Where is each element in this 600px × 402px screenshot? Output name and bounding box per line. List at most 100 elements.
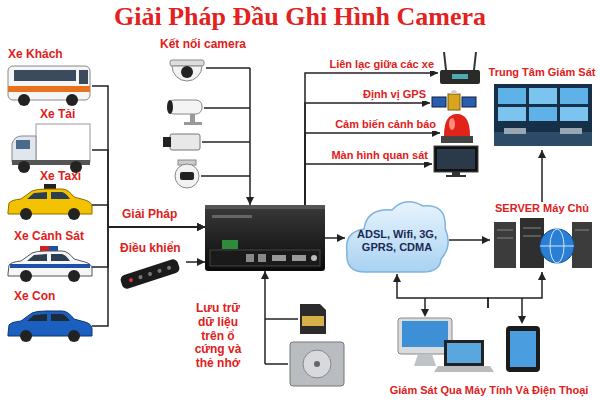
device-arrows (421, 309, 429, 317)
storage-wires (265, 318, 298, 320)
hard-disk-icon (303, 350, 331, 378)
connector (92, 150, 205, 231)
sd-card-icon (302, 316, 324, 326)
node-label: Xe Cảnh Sát (14, 230, 92, 244)
camera-wires (206, 67, 250, 69)
camera-wires (201, 175, 250, 177)
server-item: SERVER Máy Chủ (490, 202, 594, 272)
bullet-camera (167, 100, 173, 114)
arrow-head (337, 234, 345, 242)
laptop-icon (447, 343, 481, 363)
computer-icon (402, 321, 448, 347)
bullet-camera (190, 114, 195, 122)
network-cloud: ADSL, Wifi, 3G, GPRS, CDMA (345, 198, 449, 274)
satellite-icon (462, 97, 476, 107)
arrow-head (197, 223, 205, 231)
remote-icon (138, 275, 143, 280)
taxi-icon (27, 192, 70, 199)
connector (305, 129, 440, 205)
dome-camera (181, 66, 193, 78)
bus-icon (8, 66, 90, 106)
connector-line (305, 73, 438, 205)
taxi-icon (44, 184, 56, 189)
connector-line (92, 86, 205, 227)
vehicle-item: Xe Taxi (8, 170, 92, 226)
truck-icon (36, 124, 90, 162)
peripheral-item: Cảm biến cảnh báo (440, 112, 474, 144)
bus-icon (8, 66, 90, 100)
truck-icon (12, 136, 36, 162)
connector (305, 69, 438, 205)
car-icon (68, 330, 80, 342)
connector (325, 234, 345, 242)
server-icon (497, 230, 513, 231)
connector-line (92, 227, 205, 326)
node-label: Xe Con (14, 290, 92, 304)
police-car-icon (8, 251, 92, 276)
monitor-icon (434, 146, 478, 177)
camera-wires (202, 141, 250, 143)
remote-icon (157, 268, 162, 273)
control-room-image (494, 132, 592, 146)
server-icon (523, 228, 541, 229)
server-icon (572, 222, 592, 268)
dvr-device (205, 205, 325, 271)
ptz-camera (175, 160, 199, 188)
connector (538, 150, 546, 202)
arrow-head (197, 223, 205, 231)
satellite-icon (448, 94, 460, 110)
bus-icon (14, 70, 76, 81)
police-car-icon (27, 254, 70, 261)
server-icon (494, 218, 592, 268)
dvr-device (222, 240, 238, 249)
dvr-device (246, 254, 254, 262)
laptop-icon (434, 340, 494, 372)
peripheral-item: Định vị GPS (430, 84, 478, 118)
control-room-image (529, 107, 557, 121)
police-car-icon (40, 246, 49, 251)
laptop-icon (434, 366, 494, 372)
dome-camera (170, 60, 204, 81)
car-icon (8, 311, 92, 336)
hard-disk-icon (290, 342, 344, 386)
remote-icon (119, 258, 180, 290)
taxi-icon (8, 189, 92, 214)
diagram-title: Giải Pháp Đầu Ghi Hình Camera (0, 2, 600, 32)
connector (305, 160, 432, 205)
arrow-head (538, 272, 546, 280)
peripheral-item: Màn hình quan sát (432, 145, 480, 177)
dvr-device (205, 205, 325, 209)
storage-group: Lưu trữ dữ liệu trên ổ cứng và thẻ nhớ (188, 300, 350, 392)
node-label: Xe Khách (8, 48, 88, 62)
tablet-icon (506, 326, 540, 372)
connector (92, 86, 205, 231)
bullet-camera (168, 100, 202, 114)
arrow-head (197, 223, 205, 231)
arrow-head (246, 197, 254, 205)
node-label: Cảm biến cảnh báo (316, 118, 436, 131)
dvr-device (272, 255, 286, 261)
taxi-icon (20, 208, 32, 220)
connector-line (92, 150, 205, 227)
remote-control: Điều khiển (118, 242, 186, 288)
satellite-icon (432, 97, 446, 107)
arrow-head (197, 223, 205, 231)
server-icon (575, 230, 589, 231)
dvr-device (258, 254, 266, 262)
node-label: Xe Tải (40, 108, 92, 122)
ptz-camera (175, 164, 199, 188)
camera-group: Kết nối camera (158, 38, 258, 190)
satellite-icon (450, 90, 458, 94)
police-car-icon (49, 246, 58, 251)
node-label: Trung Tâm Giám Sát (486, 66, 598, 79)
node-label: Điều khiển (120, 242, 186, 256)
storage-wires (265, 363, 288, 365)
radio-icon (440, 52, 480, 84)
computer-icon (398, 318, 452, 366)
node-label: Định vị GPS (306, 88, 426, 101)
dvr-recorder (205, 205, 325, 271)
node-label: Màn hình quan sát (308, 149, 428, 162)
